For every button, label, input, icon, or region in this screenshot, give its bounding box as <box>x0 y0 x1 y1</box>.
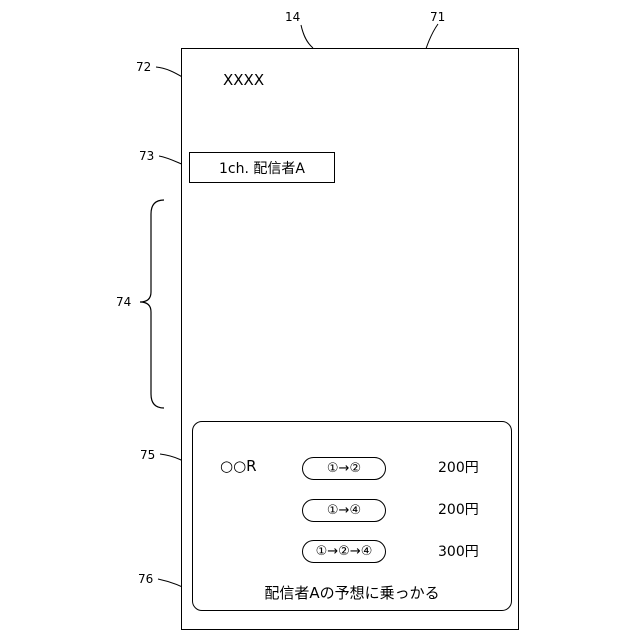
channel-label-text: 1ch. 配信者A <box>219 158 305 178</box>
username: XXXX <box>223 71 264 89</box>
follow-prediction-button[interactable]: 配信者Aの予想に乗っかる <box>193 575 511 610</box>
ref-numeral-channel: 73 <box>139 150 154 162</box>
bet-price: 200円 <box>438 460 479 476</box>
brace-74 <box>140 200 164 408</box>
channel-label[interactable]: 1ch. 配信者A <box>189 152 335 183</box>
leader-line-14 <box>301 25 313 48</box>
bet-combination-button[interactable]: ①→④ <box>302 499 386 522</box>
bet-price: 300円 <box>438 544 479 560</box>
bet-combination-button[interactable]: ①→②→④ <box>302 540 386 563</box>
bet-combination-text: ①→④ <box>327 503 361 518</box>
bet-combination-text: ①→② <box>327 461 361 476</box>
bet-price: 200円 <box>438 502 479 518</box>
bet-combination-button[interactable]: ①→② <box>302 457 386 480</box>
ref-numeral-follow-button: 76 <box>138 573 153 585</box>
ref-numeral-screen: 71 <box>430 11 445 23</box>
race-label: ○○R <box>220 457 257 475</box>
follow-prediction-label: 配信者Aの予想に乗っかる <box>264 582 439 603</box>
ref-numeral-bet-panel: 75 <box>140 449 155 461</box>
ref-numeral-device: 14 <box>285 11 300 23</box>
ref-numeral-avatar: 72 <box>136 61 151 73</box>
leader-line-72 <box>156 67 184 78</box>
bet-combination-text: ①→②→④ <box>316 544 373 559</box>
ref-numeral-video-area: 74 <box>116 296 131 308</box>
